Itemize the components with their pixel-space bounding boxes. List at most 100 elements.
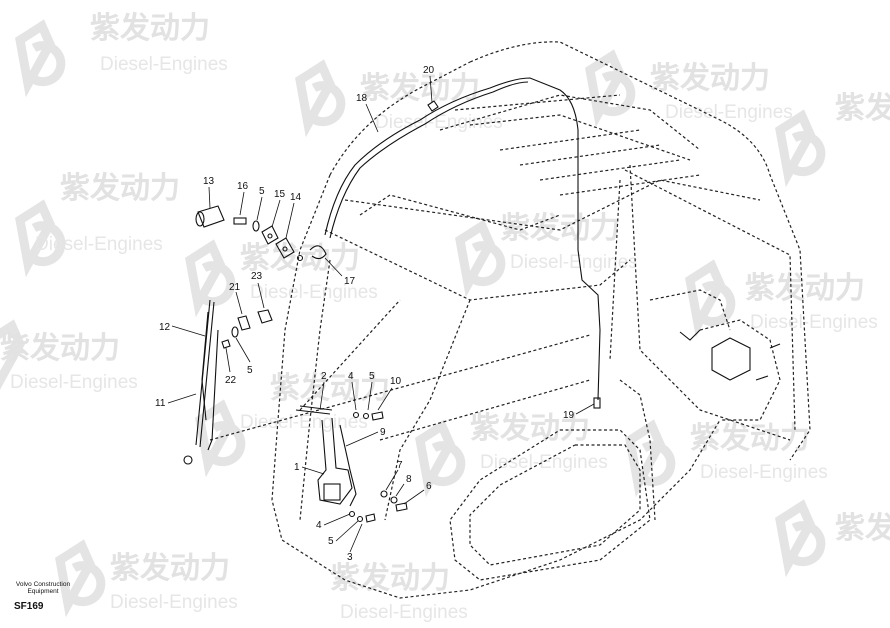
- callout-18: 18: [356, 93, 368, 104]
- callout-6: 6: [426, 481, 432, 492]
- callout-9: 9: [380, 427, 386, 438]
- callout-4: 4: [348, 371, 354, 382]
- screw-small: [296, 254, 304, 262]
- callout-17: 17: [344, 276, 356, 287]
- electrical-box: [679, 329, 781, 381]
- watermark-text-en: Diesel-Engines: [665, 102, 793, 123]
- watermark-logo-icon: [585, 49, 636, 128]
- wiper-link-9: [339, 424, 357, 507]
- bolt-6: [395, 502, 408, 512]
- watermark-text-cn: 紫发动力: [330, 561, 450, 596]
- watermark-text-cn: 紫发动力: [690, 421, 810, 456]
- watermark-text-en: Diesel-Engines: [700, 462, 828, 483]
- bracket-14: [275, 237, 295, 259]
- watermark-logo-icon: [195, 399, 246, 478]
- callout-4: 4: [316, 520, 322, 531]
- watermark-text-en: Diesel-Engines: [510, 252, 638, 273]
- watermark-text-en: Diesel-Engines: [340, 602, 468, 623]
- rubber-21: [237, 315, 251, 331]
- callout-11: 11: [155, 398, 166, 409]
- watermark-text-cn: 紫发动力: [470, 411, 590, 446]
- callout-21: 21: [229, 282, 241, 293]
- watermark-logo-icon: [625, 419, 676, 498]
- callout-13: 13: [203, 176, 215, 187]
- watermark-text-cn: 紫发动力: [0, 331, 120, 366]
- bolt-3: [365, 513, 376, 523]
- callout-3: 3: [347, 552, 353, 563]
- callout-8: 8: [406, 474, 412, 485]
- callout-2: 2: [321, 371, 327, 382]
- hose-clip-20: [427, 100, 439, 112]
- watermark-text-en: Diesel-Engines: [10, 372, 138, 393]
- watermark-text-en: Diesel-Engines: [35, 234, 163, 255]
- callout-20: 20: [423, 65, 435, 76]
- washer-8: [390, 496, 398, 504]
- callout-7: 7: [397, 460, 403, 471]
- caption-division: Equipment: [27, 588, 59, 595]
- watermark-text-cn: 紫发动力: [60, 171, 180, 206]
- watermark-logo-icon: [15, 19, 66, 98]
- watermark-text-en: Diesel-Engines: [480, 452, 608, 473]
- watermark-text-cn: 紫发动力: [745, 271, 865, 306]
- bolt-16: [233, 217, 247, 225]
- washer-5-bottom: [356, 515, 364, 523]
- watermark-logo-icon: [685, 259, 736, 338]
- watermark-text-en: Diesel-Engines: [375, 112, 503, 133]
- callout-labels: 20 18 13 16 5 15 14 17 23 21 12 22 5 11 …: [155, 65, 575, 563]
- callout-5: 5: [369, 371, 375, 382]
- watermark-logo-icon: [415, 419, 466, 498]
- watermark-text-en: Diesel-Engines: [750, 312, 878, 333]
- callout-22: 22: [225, 375, 237, 386]
- watermark-layer: 紫发动力 Diesel-Engines 紫发动力 Diesel-Engines …: [0, 11, 890, 623]
- watermark-text-cn: 紫发动力: [500, 211, 620, 246]
- watermark-text-en: Diesel-Engines: [100, 54, 228, 75]
- watermark-text-cn: 紫发动力: [110, 551, 230, 586]
- watermark-text-cn: 紫发动力: [650, 61, 770, 96]
- callout-12: 12: [159, 322, 171, 333]
- callout-14: 14: [290, 192, 302, 203]
- bolt-22: [221, 339, 231, 349]
- watermark-text-en: Diesel-Engines: [250, 282, 378, 303]
- wiper-blade-12: [195, 299, 215, 448]
- cab-outline: [209, 41, 811, 599]
- watermark-text-cn: 紫发动力: [240, 241, 360, 276]
- caption-manufacturer: Volvo Construction: [15, 581, 71, 588]
- watermark-logo-icon: [775, 499, 826, 578]
- wiper-motor-cap-13: [195, 205, 225, 228]
- callout-5: 5: [247, 365, 253, 376]
- bracket-15: [261, 225, 279, 245]
- watermark-text-en: Diesel-Engines: [240, 412, 368, 433]
- clip-17: [309, 245, 327, 260]
- watermark-text-cn: 紫发动力: [90, 11, 210, 46]
- wiper-arm-11: [207, 329, 219, 451]
- wiper-link-2: [295, 405, 333, 415]
- watermark-text-cn: 紫发动力: [835, 91, 890, 126]
- callout-16: 16: [237, 181, 249, 192]
- washer-hose-18: [324, 77, 601, 401]
- watermark-logo-icon: [0, 319, 26, 390]
- watermark-logo-icon: [775, 109, 826, 188]
- watermark-logo-icon: [295, 59, 346, 138]
- callout-5: 5: [259, 186, 265, 197]
- washer-5-top: [252, 220, 260, 232]
- washer-4-bottom: [348, 510, 356, 518]
- watermark-logo-icon: [185, 239, 236, 318]
- nut-bottom: [183, 455, 193, 465]
- washer-5-mid: [231, 326, 239, 338]
- callout-19: 19: [563, 410, 575, 421]
- diagram-caption: Volvo Construction Equipment SF169: [8, 581, 78, 612]
- callout-1: 1: [294, 462, 300, 473]
- washer-7: [380, 490, 388, 498]
- washer-4-right: [352, 411, 360, 419]
- callout-15: 15: [274, 189, 286, 200]
- bolt-10: [371, 411, 384, 421]
- wiper-motor-1: [317, 417, 353, 505]
- callout-5: 5: [328, 536, 334, 547]
- nozzle-19: [593, 397, 601, 409]
- watermark-logo-icon: [15, 199, 66, 278]
- leader-lines: [167, 75, 595, 553]
- washer-5-right: [362, 412, 370, 420]
- callout-23: 23: [251, 271, 263, 282]
- watermark-text-en: Diesel-Engines: [110, 592, 238, 613]
